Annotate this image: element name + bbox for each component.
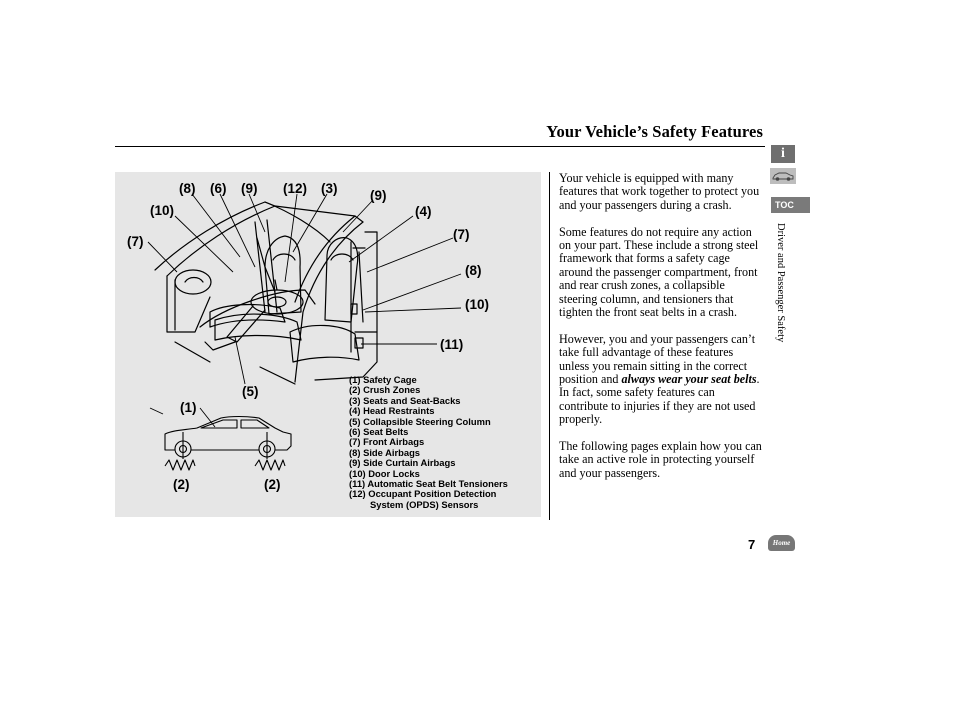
callout-6: (6) <box>210 181 227 196</box>
figure-legend: (1) Safety Cage (2) Crush Zones (3) Seat… <box>349 374 508 510</box>
legend-item-continuation: System (OPDS) Sensors <box>370 498 479 510</box>
info-tab[interactable]: i <box>771 145 795 163</box>
paragraph: Your vehicle is equipped with many featu… <box>559 171 760 212</box>
title-rule <box>115 146 765 147</box>
emphasis-text: always wear your seat belts <box>621 372 757 387</box>
callout-11: (11) <box>440 337 464 352</box>
paragraph: The following pages explain how you can … <box>559 439 762 480</box>
callout-1: (1) <box>180 400 197 415</box>
callout-8-top: (8) <box>179 181 196 196</box>
legend-item: (9) Side Curtain Airbags <box>349 457 456 469</box>
info-icon: i <box>781 146 785 161</box>
legend-item: (1) Safety Cage <box>349 374 417 385</box>
callout-3: (3) <box>321 181 338 196</box>
toc-button[interactable]: TOC <box>771 197 810 213</box>
legend-item: (5) Collapsible Steering Column <box>349 415 491 427</box>
legend-item: (3) Seats and Seat-Backs <box>349 394 461 406</box>
callout-10-top: (10) <box>150 203 175 218</box>
callout-10-right: (10) <box>465 297 490 312</box>
callout-8-right: (8) <box>465 263 482 278</box>
car-interior-illustration <box>147 193 462 471</box>
body-text: Your vehicle is equipped with many featu… <box>559 171 762 494</box>
callout-7-right: (7) <box>453 227 470 242</box>
paragraph-text: However, you and your passengers can’t t… <box>559 331 756 387</box>
callout-9-top: (9) <box>241 181 258 196</box>
home-button[interactable]: Home <box>768 535 795 551</box>
paragraph-text: . In fact, some safety features can cont… <box>559 372 760 427</box>
callout-2-right: (2) <box>264 477 281 492</box>
legend-item: (12) Occupant Position Detection <box>349 488 497 500</box>
paragraph: However, you and your passengers can’t t… <box>559 331 762 427</box>
legend-item: (2) Crush Zones <box>349 384 421 396</box>
legend-item: (11) Automatic Seat Belt Tensioners <box>349 478 508 490</box>
legend-item: (6) Seat Belts <box>349 426 409 438</box>
callout-12: (12) <box>283 181 308 196</box>
callout-9-right: (9) <box>370 188 387 203</box>
legend-item: (8) Side Airbags <box>349 446 421 458</box>
car-icon <box>770 168 796 184</box>
callout-5: (5) <box>242 384 259 399</box>
legend-item: (10) Door Locks <box>349 467 420 479</box>
page-number: 7 <box>748 537 756 552</box>
paragraph: Some features do not require any action … <box>559 224 759 320</box>
vehicle-tab[interactable] <box>770 168 796 184</box>
legend-item: (7) Front Airbags <box>349 436 425 448</box>
callout-2-left: (2) <box>173 477 190 492</box>
legend-item: (4) Head Restraints <box>349 405 435 417</box>
callout-7-left: (7) <box>127 234 144 249</box>
section-label: Driver and Passenger Safety <box>775 223 786 343</box>
column-divider <box>549 172 550 520</box>
safety-features-figure: (8) (6) (9) (12) (3) (9) (10) (4) (7) (7… <box>115 172 541 517</box>
callout-4: (4) <box>415 204 432 219</box>
page-title: Your Vehicle’s Safety Features <box>546 122 763 141</box>
